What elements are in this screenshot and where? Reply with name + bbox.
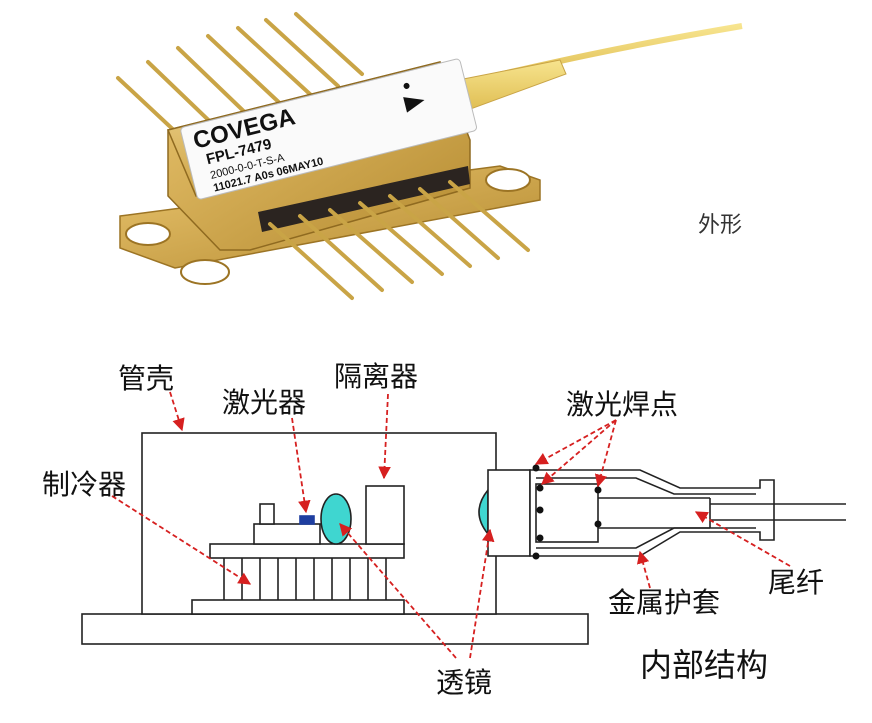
product-label: COVEGA FPL-7479 2000-0-0-T-S-A 11021.7 A… — [180, 58, 477, 200]
caption-exterior: 外形 — [698, 213, 742, 238]
label-dot — [403, 82, 410, 89]
laser-submount — [253, 523, 321, 545]
label-laser: 激光器 — [222, 386, 306, 419]
arrow-lens-1 — [339, 523, 457, 659]
laser-chip — [299, 515, 315, 525]
cooler-base-plate — [191, 599, 405, 615]
back-pins — [116, 12, 364, 152]
isolator-block — [365, 485, 405, 545]
label-isolator: 隔离器 — [334, 360, 418, 393]
arrow-pigtail — [694, 511, 791, 567]
fiber-flange — [487, 469, 531, 557]
mount-hole-left — [125, 222, 171, 246]
label-metal-sleeve: 金属护套 — [608, 586, 720, 619]
mount-hole-right — [485, 168, 531, 192]
label-cooler: 制冷器 — [42, 468, 126, 501]
front-pins — [268, 180, 530, 300]
label-lens: 透镜 — [436, 666, 492, 699]
weld-points — [532, 464, 602, 560]
cooler-fins — [223, 558, 387, 600]
internal-labels: 管壳 激光器 隔离器 制冷器 透镜 激光焊点 金属护套 尾纤 — [42, 360, 824, 699]
base-plate — [81, 613, 589, 645]
arrow-weld-1 — [534, 419, 617, 465]
arrow-weld-2 — [541, 419, 617, 485]
cooler-top-plate — [209, 543, 405, 559]
arrow-weld-3 — [594, 419, 617, 488]
arrow-sleeve — [636, 550, 651, 589]
label-weld-points: 激光焊点 — [566, 388, 678, 421]
ferrule-block — [535, 483, 599, 543]
annotation-arrows — [111, 391, 791, 659]
mount-hole-bottom — [180, 259, 230, 285]
lens-1 — [320, 493, 352, 545]
label-triangle-icon — [403, 97, 425, 113]
label-housing: 管壳 — [118, 362, 174, 395]
pin-header — [258, 166, 470, 232]
arrow-lens-2 — [469, 528, 495, 659]
arrow-housing — [169, 391, 185, 432]
laser-post — [259, 503, 275, 525]
arrow-cooler — [111, 495, 252, 585]
metal-sleeve-inner — [536, 477, 756, 549]
internal-structure-drawing — [81, 432, 846, 645]
caption-interior: 内部结构 — [640, 646, 768, 684]
arrow-isolator — [378, 393, 391, 480]
exterior-module-illustration: COVEGA FPL-7479 2000-0-0-T-S-A 11021.7 A… — [116, 12, 743, 300]
label-pigtail: 尾纤 — [768, 566, 824, 599]
